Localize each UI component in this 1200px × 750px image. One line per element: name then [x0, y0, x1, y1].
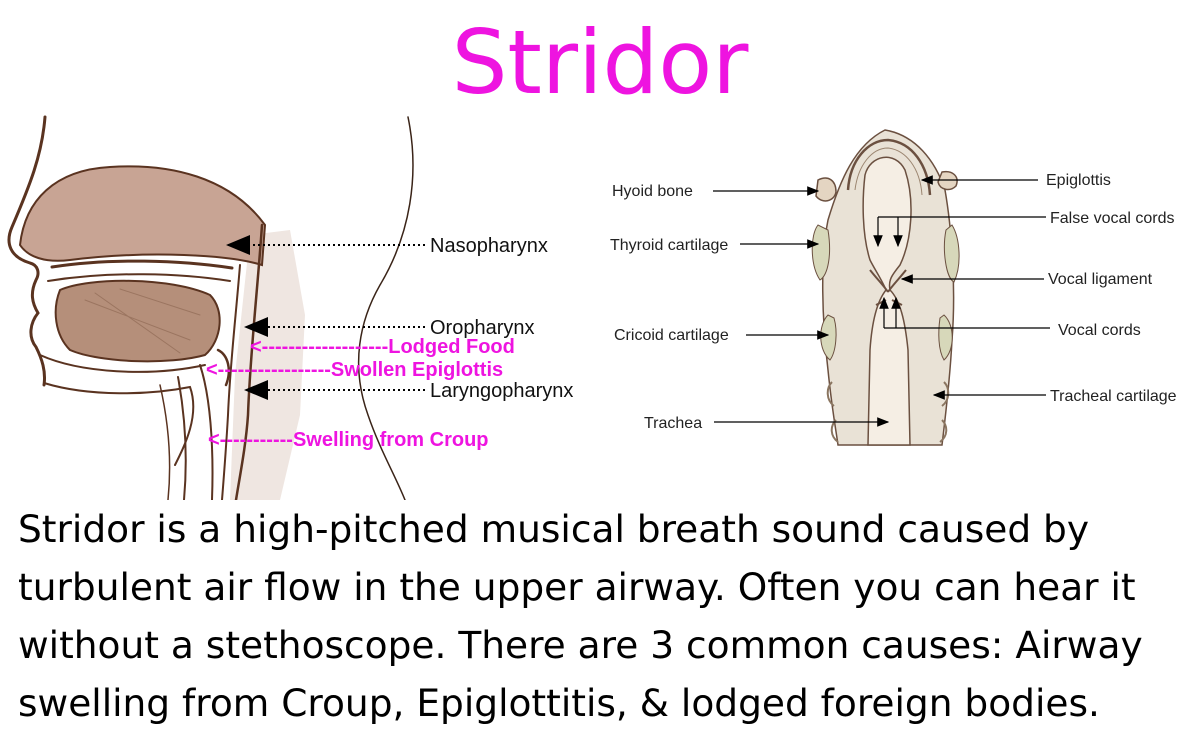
label-oropharynx: Oropharynx — [430, 317, 535, 339]
annotation-lodged-food: <-------------------Lodged Food — [250, 336, 515, 358]
larynx-diagram: Hyoid bone Thyroid cartilage Cricoid car… — [600, 120, 1200, 460]
label-trachea: Trachea — [644, 415, 702, 432]
page-title: Stridor — [451, 11, 749, 114]
label-vocal-cords: Vocal cords — [1058, 322, 1141, 339]
label-false-vocal-cords: False vocal cords — [1050, 210, 1175, 227]
description-paragraph: Stridor is a high-pitched musical breath… — [18, 507, 1143, 725]
pharynx-diagram-svg: Nasopharynx Oropharynx Laryngopharynx <-… — [7, 115, 573, 502]
head-anatomy-illustration — [7, 115, 414, 502]
label-vocal-ligament: Vocal ligament — [1048, 271, 1153, 288]
label-cricoid-cartilage: Cricoid cartilage — [614, 327, 729, 344]
label-hyoid-bone: Hyoid bone — [612, 183, 693, 200]
larynx-diagram-svg: Hyoid bone Thyroid cartilage Cricoid car… — [610, 129, 1177, 446]
annotation-swollen-epiglottis: <-----------------Swollen Epiglottis — [206, 359, 503, 381]
label-tracheal-cartilage: Tracheal cartilage — [1050, 388, 1177, 405]
label-thyroid-cartilage: Thyroid cartilage — [610, 237, 728, 254]
larynx-anatomy-illustration — [811, 129, 960, 446]
label-epiglottis: Epiglottis — [1046, 172, 1111, 189]
annotation-croup: <-----------Swelling from Croup — [208, 429, 489, 451]
pharynx-diagram: Nasopharynx Oropharynx Laryngopharynx <-… — [0, 115, 600, 502]
label-laryngopharynx: Laryngopharynx — [430, 380, 573, 402]
label-nasopharynx: Nasopharynx — [430, 235, 548, 257]
